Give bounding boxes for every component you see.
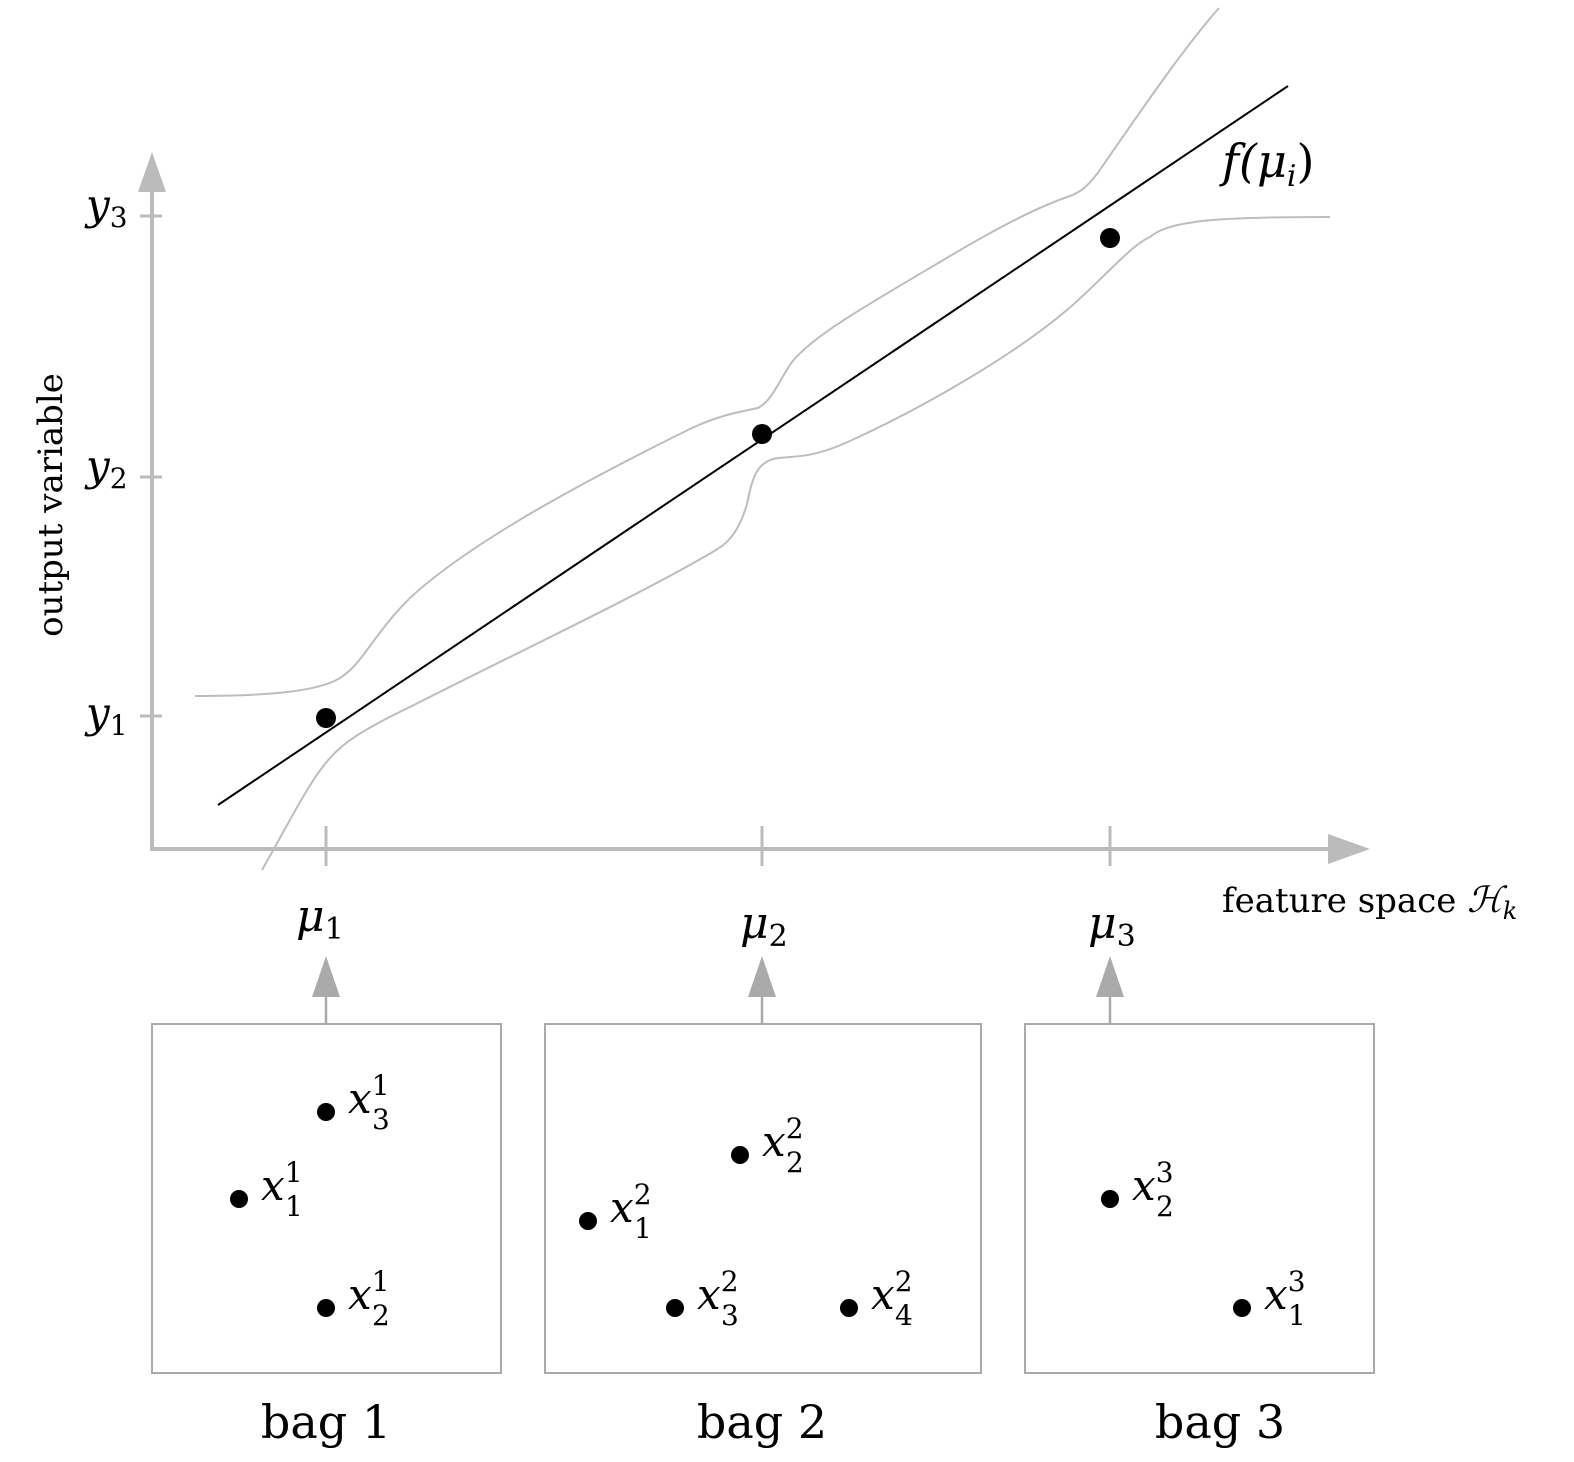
x-tick-label: μ1 [296, 891, 344, 947]
bag1-point [317, 1103, 335, 1121]
regression-curve-label: f(μi) [1219, 134, 1314, 194]
data-point-y1 [316, 708, 336, 728]
bag2-point [731, 1146, 749, 1164]
bag1-box [151, 1023, 502, 1374]
bag2-point [840, 1299, 858, 1317]
bag2-label: bag 2 [697, 1395, 827, 1449]
data-point-y2 [752, 424, 772, 444]
x-axis-label: feature space ℋk [1222, 880, 1517, 925]
y-axis-arrowhead [138, 152, 166, 192]
y-tick-label: y3 [84, 180, 128, 234]
data-point-y3 [1100, 228, 1120, 248]
bag2-point [579, 1212, 597, 1230]
bag1-point [230, 1190, 248, 1208]
bag2-point [666, 1299, 684, 1317]
x-tick-label: μ3 [1088, 898, 1136, 954]
lower-band-curve [261, 216, 1331, 871]
bag3-point [1233, 1299, 1251, 1317]
bag3-box [1024, 1023, 1375, 1374]
bag2-arrowhead [748, 956, 776, 997]
y-axis-label: output variable [31, 373, 71, 637]
x-tick-label: μ2 [740, 898, 788, 954]
bag3-label: bag 3 [1155, 1395, 1285, 1449]
bag1-arrowhead [312, 956, 340, 997]
x-axis-arrowhead [1328, 834, 1370, 864]
y-tick-label: y1 [84, 688, 128, 742]
upper-band-curve [194, 7, 1220, 697]
bag2-box [544, 1023, 982, 1374]
y-tick-label: y2 [84, 441, 128, 495]
bag3-arrowhead [1096, 956, 1124, 997]
bag1-label: bag 1 [261, 1395, 391, 1449]
bag3-point [1101, 1190, 1119, 1208]
regression-line [217, 85, 1289, 806]
bag1-point [317, 1299, 335, 1317]
